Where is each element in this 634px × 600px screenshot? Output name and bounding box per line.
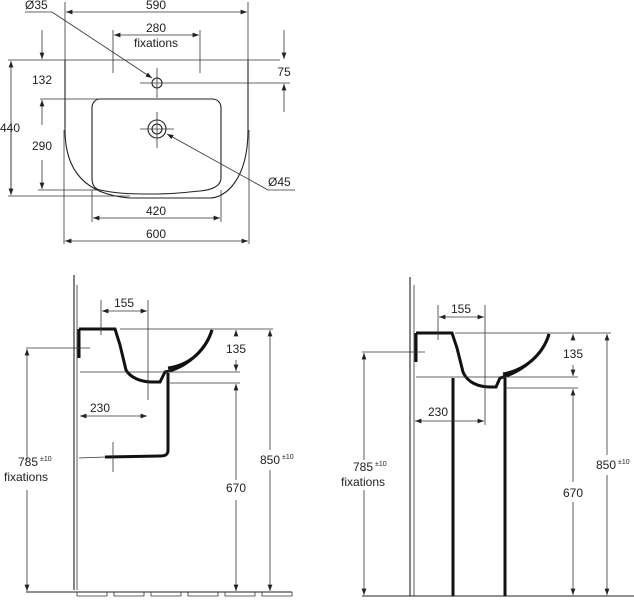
dim-600: 600: [146, 227, 166, 241]
dim-155-b: 155: [451, 302, 471, 316]
bowl-outline: [91, 98, 222, 195]
dim-785-b: 785±10: [353, 460, 387, 474]
dim-670-a: 670: [226, 481, 246, 495]
dim-440: 440: [0, 121, 20, 135]
dim-230-b: 230: [428, 405, 448, 419]
dim-d45: Ø45: [268, 175, 291, 189]
dim-135-b: 135: [563, 347, 583, 361]
dim-420: 420: [146, 204, 166, 218]
top-view: 590 280 fixations Ø35 75 132 290 440: [0, 0, 295, 244]
dim-280: 280: [146, 21, 166, 35]
side-view-full-pedestal: 155 135 230 785±10 fixations 670 850±10: [341, 277, 634, 597]
basin-outline: [64, 60, 249, 199]
dim-d35: Ø35: [25, 0, 48, 12]
dim-155-a: 155: [114, 296, 134, 310]
dim-590: 590: [146, 0, 166, 12]
dim-132: 132: [32, 73, 52, 87]
half-pedestal: [104, 373, 170, 459]
side-view-half-pedestal: 155 135 230 785±10 fixations 670 850±10: [4, 275, 294, 597]
basin-section-2: [414, 331, 551, 389]
fixations-label-b: fixations: [341, 475, 385, 489]
dim-785-a: 785±10: [18, 455, 52, 469]
dim-670-b: 670: [563, 486, 583, 500]
dim-135-a: 135: [226, 342, 246, 356]
dim-230-a: 230: [90, 401, 110, 415]
basin-section: [77, 327, 214, 384]
dim-290: 290: [32, 139, 52, 153]
dim-850-a: 850±10: [260, 453, 294, 467]
dim-850-b: 850±10: [596, 458, 630, 472]
fixations-label-a: fixations: [4, 470, 48, 484]
fixations-label: fixations: [134, 36, 178, 50]
dim-75: 75: [277, 65, 291, 79]
